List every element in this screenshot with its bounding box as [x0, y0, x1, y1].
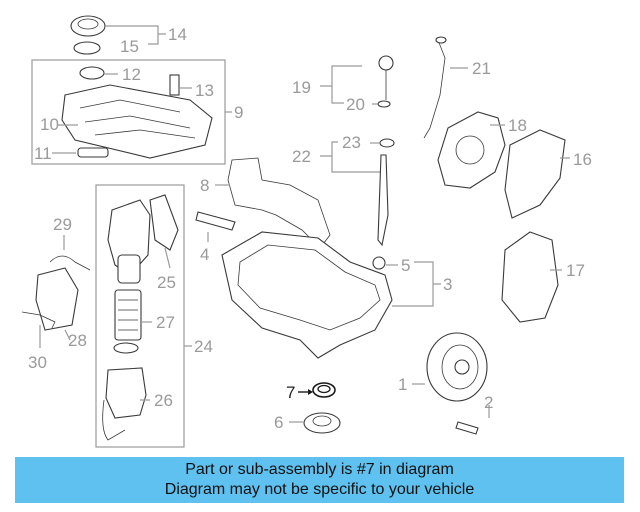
- callout-14: 14: [168, 25, 187, 44]
- callout-4: 4: [200, 245, 209, 264]
- callout-21: 21: [472, 59, 491, 78]
- banner-line-1: Part or sub-assembly is #7 in diagram: [185, 461, 454, 478]
- info-banner: Part or sub-assembly is #7 in diagram Di…: [15, 457, 624, 503]
- callout-18: 18: [508, 116, 527, 135]
- callout-27: 27: [156, 313, 175, 332]
- callout-29: 29: [53, 215, 72, 234]
- o-ring-part-20[interactable]: [372, 100, 391, 108]
- callout-16: 16: [573, 150, 592, 169]
- banner-line-2: Diagram may not be specific to your vehi…: [164, 481, 475, 498]
- callout-2: 2: [484, 393, 493, 412]
- oil-filter-element[interactable]: [114, 289, 152, 341]
- seal-ring[interactable]: [113, 342, 139, 354]
- callout-12: 12: [122, 65, 141, 84]
- plate-part-4[interactable]: [195, 211, 236, 242]
- dipstick-part-19[interactable]: [378, 55, 394, 100]
- callout-10: 10: [40, 115, 59, 134]
- tube-part-22[interactable]: [377, 154, 389, 247]
- pulley-bolt[interactable]: [455, 405, 490, 435]
- callout-13: 13: [195, 81, 214, 100]
- callout-28: 28: [68, 331, 87, 350]
- callout-24: 24: [194, 337, 213, 356]
- bracket-part-25[interactable]: [149, 194, 179, 269]
- callout-1: 1: [398, 375, 407, 394]
- valve-cover[interactable]: [61, 84, 213, 159]
- callout-20: 20: [346, 95, 365, 114]
- dipstick-tube-21[interactable]: [423, 36, 468, 139]
- callout-8: 8: [200, 176, 209, 195]
- oil-filler-cap[interactable]: [70, 15, 106, 37]
- drain-plug-part-5[interactable]: [372, 256, 398, 270]
- callout-5: 5: [401, 256, 410, 275]
- bracket-part-30[interactable]: [21, 311, 56, 348]
- breather-part-13[interactable]: [169, 74, 192, 96]
- timing-cover-part-18[interactable]: [437, 111, 506, 189]
- oil-pan[interactable]: [221, 231, 393, 359]
- callout-11: 11: [34, 144, 52, 163]
- oil-seal-part-7[interactable]: [298, 382, 336, 398]
- line-part-29[interactable]: [49, 235, 91, 271]
- drain-tube[interactable]: [102, 399, 126, 441]
- callout-22: 22: [292, 147, 311, 166]
- oil-filter-housing[interactable]: [107, 199, 151, 284]
- callout-23: 23: [342, 133, 361, 152]
- timing-cover-part-16[interactable]: [504, 129, 570, 219]
- callout-3: 3: [443, 275, 452, 294]
- cooler-part-28[interactable]: [35, 267, 79, 341]
- callout-30: 30: [28, 353, 47, 372]
- callout-25: 25: [157, 273, 176, 292]
- seal-part-6[interactable]: [289, 412, 341, 434]
- oil-filter-group-box: [95, 184, 185, 448]
- gasket-part-11[interactable]: [52, 147, 109, 158]
- callout-26: 26: [154, 391, 173, 410]
- callout-9: 9: [234, 103, 243, 122]
- filter-cap-part-26[interactable]: [105, 367, 150, 419]
- callout-17: 17: [566, 261, 585, 280]
- oil-cap-part-12[interactable]: [79, 66, 118, 80]
- callout-15: 15: [120, 37, 139, 56]
- callout-6: 6: [274, 413, 283, 432]
- callout-7: 7: [286, 383, 295, 402]
- callout-labels: 1 2 3 4 5 6 7 8 9 10 11 12 13 14 15 16 1…: [28, 25, 592, 432]
- oil-cap-seal[interactable]: [73, 41, 101, 55]
- o-ring-part-23[interactable]: [370, 138, 395, 148]
- timing-cover-part-17[interactable]: [501, 231, 562, 323]
- callout-19: 19: [292, 78, 311, 97]
- crankshaft-pulley[interactable]: [412, 332, 488, 402]
